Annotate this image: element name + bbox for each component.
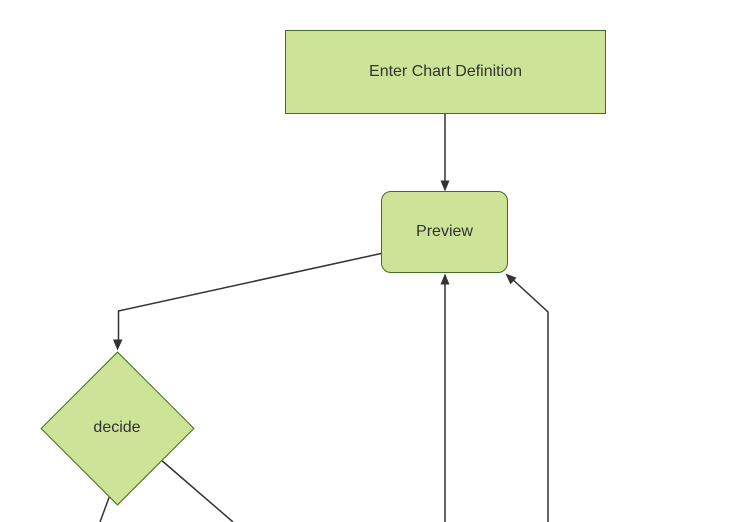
node-preview-label: Preview <box>416 223 473 241</box>
node-decide: decide <box>63 374 172 483</box>
arrowhead-preview-to-decide-icon <box>113 339 123 351</box>
arrowhead-offscreen-to-preview-center-icon <box>440 273 450 285</box>
arrowhead-offscreen-to-preview-corner-icon <box>505 273 517 285</box>
node-enter-chart-definition-label: Enter Chart Definition <box>369 63 522 81</box>
edge-preview-to-decide <box>117 252 382 340</box>
arrowhead-enter-to-preview-icon <box>440 180 450 192</box>
edge-decide-to-offscreen-right <box>159 458 234 522</box>
node-enter-chart-definition: Enter Chart Definition <box>285 30 606 114</box>
edge-decide-to-offscreen-left <box>99 494 111 522</box>
edge-offscreen-to-preview-corner <box>509 276 549 522</box>
node-decide-label: decide <box>93 419 141 436</box>
node-preview: Preview <box>381 191 508 273</box>
